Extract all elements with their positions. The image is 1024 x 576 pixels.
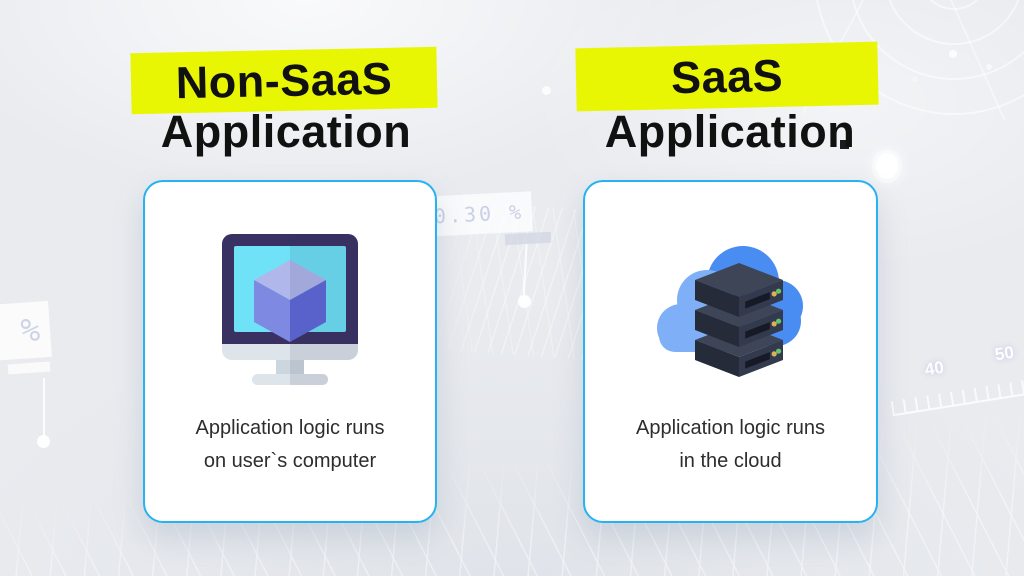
non-saas-title-line2: Application xyxy=(160,106,412,157)
non-saas-title-line1: Non-SaaS xyxy=(175,52,393,108)
percent-badge: % xyxy=(0,300,52,362)
percent-badge-label: % xyxy=(19,310,42,350)
cloud-servers-icon xyxy=(656,246,803,377)
background-dot xyxy=(986,64,992,70)
desktop-application-icon xyxy=(222,234,358,385)
radar-spoke-line xyxy=(910,0,1006,121)
background-dot xyxy=(542,86,551,95)
saas-title-line2: Application xyxy=(604,106,856,157)
saas-card: Application logic runs in the cloud xyxy=(583,180,878,523)
saas-description-line1: Application logic runs xyxy=(636,417,825,439)
saas-title-line1: SaaS xyxy=(670,49,784,103)
rate-badge: 0.30 % xyxy=(425,191,533,237)
background-fan-lines xyxy=(430,199,602,361)
non-saas-description-line2: on user`s computer xyxy=(203,450,377,472)
non-saas-description: Application logic runs on user`s compute… xyxy=(145,412,435,478)
background-node-dot xyxy=(518,295,531,308)
plumb-dot xyxy=(37,435,50,448)
rate-badge-label: 0.30 % xyxy=(433,199,525,229)
background-dot xyxy=(949,50,957,58)
saas-description-line2: in the cloud xyxy=(679,450,782,472)
rate-badge-tab xyxy=(504,231,552,246)
saas-description: Application logic runs in the cloud xyxy=(585,412,876,478)
non-saas-description-line1: Application logic runs xyxy=(195,417,385,439)
percent-badge-bar xyxy=(7,361,51,375)
axis-tick-label-40: 40 xyxy=(923,357,946,380)
non-saas-card: Application logic runs on user`s compute… xyxy=(143,180,437,523)
plumb-line xyxy=(43,378,45,440)
background-dot xyxy=(912,76,918,82)
non-saas-title-highlight: Non-SaaS xyxy=(130,46,438,115)
axis-tick-marks xyxy=(884,339,1024,417)
axis-tick-label-50: 50 xyxy=(993,342,1016,365)
background-node-line xyxy=(522,242,528,304)
saas-title-highlight: SaaS xyxy=(575,41,879,112)
